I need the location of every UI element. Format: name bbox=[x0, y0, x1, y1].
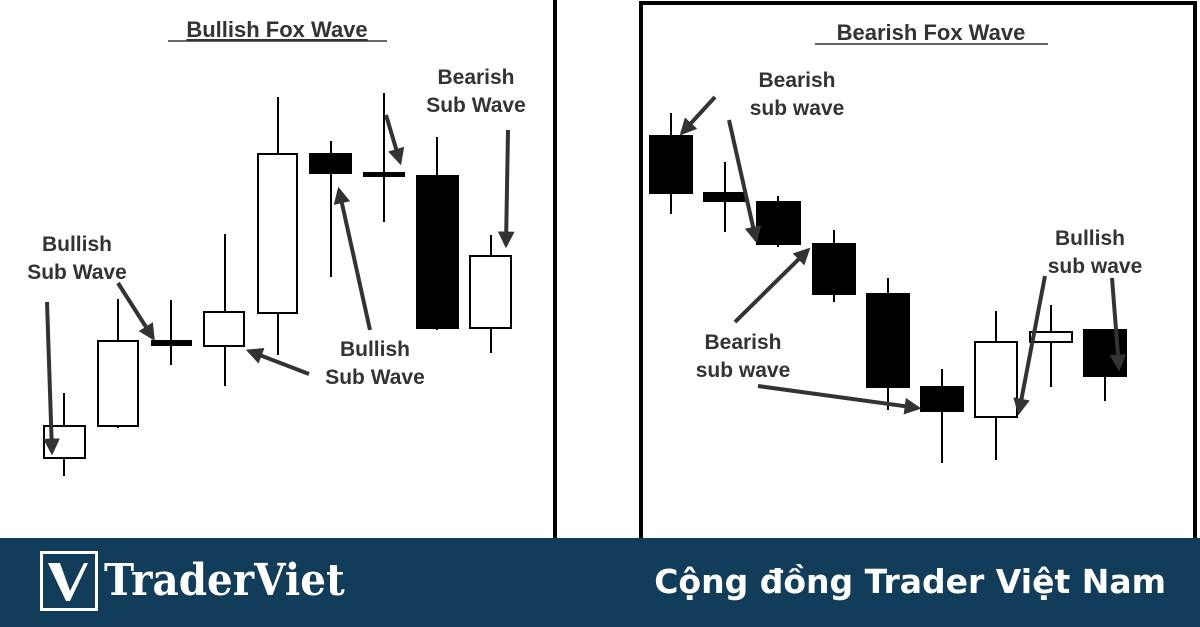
candle bbox=[920, 386, 964, 412]
candle bbox=[649, 135, 693, 194]
label-bearish-sub-wave-a: Bearish bbox=[437, 66, 514, 89]
panel-bullish-title: Bullish Fox Wave bbox=[186, 17, 367, 42]
label-bearish-sub-wave-b: Sub Wave bbox=[426, 94, 526, 117]
arrow-icon bbox=[1109, 277, 1127, 372]
arrow-icon bbox=[384, 114, 405, 166]
label-bullish-sub-wave-1b: Sub Wave bbox=[27, 261, 127, 284]
arrow-icon bbox=[333, 186, 372, 331]
label-bullish-sub-wave-2a: Bullish bbox=[340, 338, 410, 361]
candle-doji bbox=[703, 192, 747, 202]
tradersviet-logo[interactable]: TraderViet bbox=[40, 549, 366, 613]
bullish-labels: Bullish Sub Wave Bullish Sub Wave Bearis… bbox=[27, 66, 526, 389]
candle bbox=[416, 175, 459, 329]
candle bbox=[812, 243, 856, 295]
label-bearish-sub-wave-2a: Bearish bbox=[704, 331, 781, 354]
bullish-candles bbox=[43, 93, 512, 476]
candle bbox=[97, 340, 139, 427]
candle bbox=[469, 255, 512, 329]
label-bearish-sub-wave-2b: sub wave bbox=[696, 359, 791, 382]
arrow-icon bbox=[245, 347, 310, 376]
candle bbox=[756, 201, 801, 245]
bullish-arrows bbox=[43, 114, 515, 456]
candle bbox=[866, 293, 910, 388]
label-bullish-sub-wave-2b: Sub Wave bbox=[325, 366, 425, 389]
label-bullish-sub-wave-1a: Bullish bbox=[42, 233, 112, 256]
fox-wave-illustration: Bullish Fox Wave bbox=[0, 0, 1197, 550]
candle-doji bbox=[151, 340, 192, 346]
candle bbox=[257, 153, 298, 314]
arrow-icon bbox=[757, 384, 922, 415]
arrow-icon bbox=[679, 95, 717, 136]
arrow-icon bbox=[43, 301, 60, 456]
label-bearish-sub-wave-1b: sub wave bbox=[750, 97, 845, 120]
label-bearish-sub-wave-1a: Bearish bbox=[758, 69, 835, 92]
candle-doji bbox=[363, 172, 405, 177]
arrow-icon bbox=[1013, 275, 1047, 416]
panel-bearish-title: Bearish Fox Wave bbox=[837, 20, 1026, 45]
arrow-icon bbox=[116, 281, 155, 341]
footer-banner bbox=[0, 538, 1200, 627]
candle bbox=[974, 341, 1018, 418]
candle bbox=[1029, 331, 1073, 343]
brand-name: TraderViet bbox=[104, 555, 345, 606]
panel-bullish: Bullish Fox Wave bbox=[0, 0, 557, 548]
slogan: Cộng đồng Trader Việt Nam bbox=[654, 562, 1166, 601]
panel-bearish-frame bbox=[639, 1, 1197, 550]
arrow-icon bbox=[497, 129, 515, 249]
arrow-icon bbox=[733, 247, 811, 324]
label-bullish-sub-wave-a: Bullish bbox=[1055, 227, 1125, 250]
candle bbox=[309, 153, 352, 174]
arrow-icon bbox=[727, 119, 762, 244]
bearish-labels: Bearish sub wave Bearish sub wave Bullis… bbox=[696, 69, 1143, 382]
label-bullish-sub-wave-b: sub wave bbox=[1048, 255, 1143, 278]
panel-bearish: Bearish Fox Wave bbox=[639, 1, 1197, 550]
logo-v-icon bbox=[40, 551, 98, 611]
candle bbox=[203, 311, 245, 347]
bearish-arrows bbox=[679, 95, 1127, 416]
